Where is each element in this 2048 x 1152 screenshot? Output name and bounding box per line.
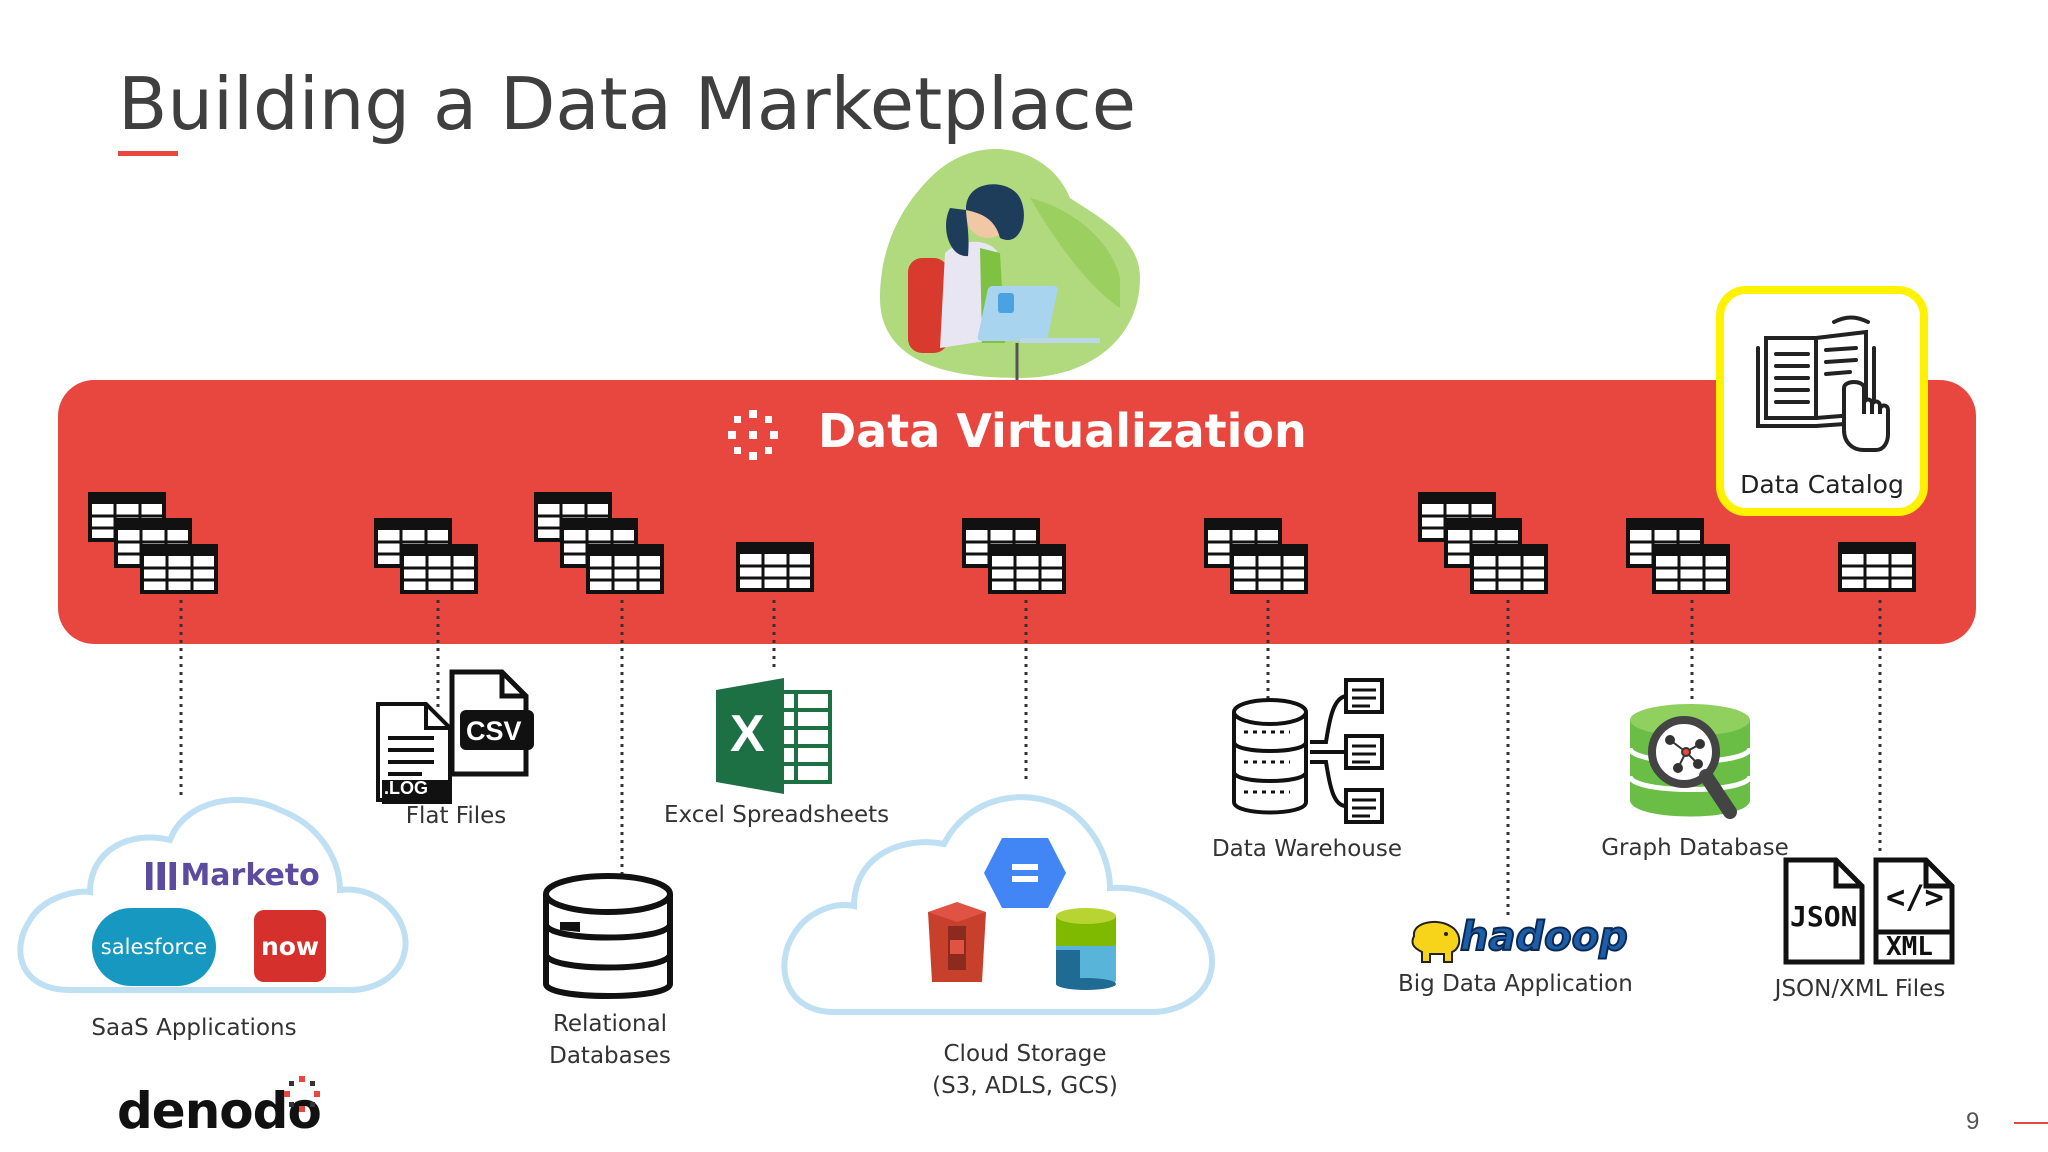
excel-icon [716,678,832,794]
cloud-storage-label-line1: Cloud Storage [943,1041,1107,1067]
gcs-icon [984,838,1066,908]
band-title: Data Virtualization [818,404,1307,458]
excel-letter: X [730,705,765,763]
cloud-storage-label-line2: (S3, ADLS, GCS) [932,1073,1118,1099]
salesforce-text: salesforce [100,935,208,959]
page-number: 9 [1966,1108,1980,1135]
xml-text: XML [1886,932,1933,962]
log-label: .LOG [384,778,428,798]
data-warehouse-label: Data Warehouse [1211,836,1403,862]
xml-code-symbol: </> [1886,878,1944,916]
saas-label: SaaS Applications [91,1015,297,1041]
aws-s3-icon [928,902,986,982]
data-catalog-book-icon [1756,315,1890,452]
saas-cloud-shape [17,797,409,993]
adls-icon [1056,908,1116,990]
page-number-rule [2014,1122,2048,1124]
marketo-icon [146,861,176,890]
marketo-logo: Marketo [146,858,320,893]
marketo-text: Marketo [180,858,320,893]
relational-label-line2: Databases [549,1043,671,1069]
denodo-logo-mark-icon [284,1076,320,1112]
flat-files-label: Flat Files [405,803,507,829]
servicenow-logo: now [254,910,326,982]
relational-database-icon [543,873,673,999]
flat-file-log-icon [376,702,452,804]
page-title: Building a Data Marketplace [118,62,1136,146]
hadoop-elephant-icon [1411,920,1461,963]
flat-file-csv-icon [449,669,534,777]
json-text: JSON [1790,900,1858,933]
hadoop-logo-text: hadoop [1459,913,1629,961]
salesforce-logo: salesforce [92,908,216,986]
json-xml-label: JSON/XML Files [1774,976,1946,1002]
graph-database-icon [1627,704,1753,819]
data-catalog-box[interactable] [1716,286,1928,516]
json-file-icon [1783,857,1865,965]
data-warehouse-icon [1232,678,1384,824]
csv-label: CSV [466,716,522,746]
servicenow-text: now [260,931,320,961]
graph-database-label: Graph Database [1601,835,1789,861]
user-illustration [880,149,1140,388]
denodo-mark-icon [728,410,778,460]
title-underline [118,151,178,156]
relational-label-line1: Relational [552,1011,668,1037]
data-catalog-label: Data Catalog [1740,470,1904,499]
xml-file-icon [1873,857,1955,965]
excel-label: Excel Spreadsheets [664,802,890,828]
big-data-label: Big Data Application [1398,971,1633,997]
data-virtualization-band [58,380,1976,644]
